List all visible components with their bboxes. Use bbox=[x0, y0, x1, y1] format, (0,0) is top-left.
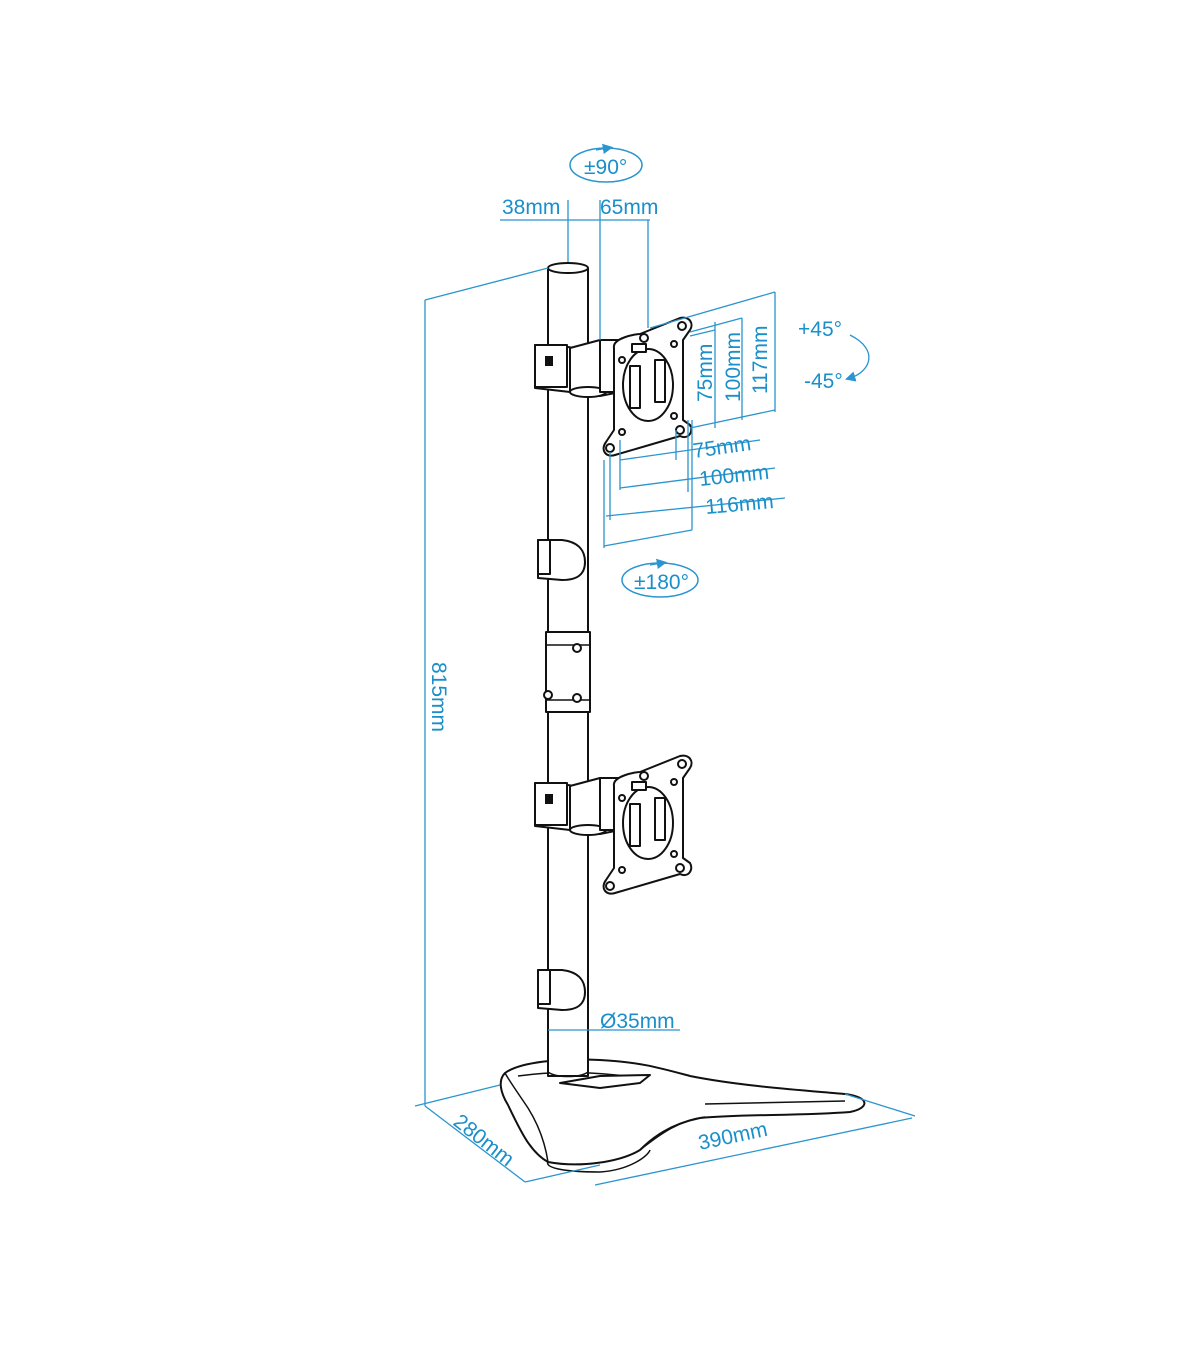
base-width-label: 390mm bbox=[696, 1118, 769, 1155]
pole-offset-label: 38mm bbox=[502, 196, 560, 219]
lower-vesa-plate bbox=[602, 754, 693, 895]
swivel-plus-label: +45° bbox=[798, 318, 842, 341]
arm-offset-label: 65mm bbox=[600, 196, 658, 219]
vertical-pole bbox=[543, 262, 591, 1078]
vesa-width-75-label: 75mm bbox=[691, 432, 752, 463]
upper-arm bbox=[534, 339, 623, 398]
swivel-minus-label: -45° bbox=[804, 370, 843, 393]
upper-vesa-plate bbox=[602, 316, 693, 457]
dimension-lines bbox=[414, 143, 916, 1186]
lower-arm bbox=[534, 777, 623, 836]
stand-base bbox=[499, 1058, 866, 1173]
vesa-width-100-label: 100mm bbox=[698, 461, 770, 491]
cable-clip-lower bbox=[537, 969, 589, 1011]
vesa-height-75-label: 75mm bbox=[694, 344, 717, 402]
vesa-width-116-label: 116mm bbox=[704, 490, 774, 519]
tilt-rotation-label: ±90° bbox=[584, 156, 627, 179]
total-height-label: 815mm bbox=[427, 662, 450, 732]
swivel-rotation-label: ±180° bbox=[634, 571, 689, 594]
pole-diameter-label: Ø35mm bbox=[600, 1010, 675, 1033]
vesa-height-117-label: 117mm bbox=[749, 326, 772, 394]
vesa-height-100-label: 100mm bbox=[722, 332, 745, 402]
cable-clip-upper bbox=[537, 539, 589, 581]
base-depth-label: 280mm bbox=[449, 1110, 518, 1171]
